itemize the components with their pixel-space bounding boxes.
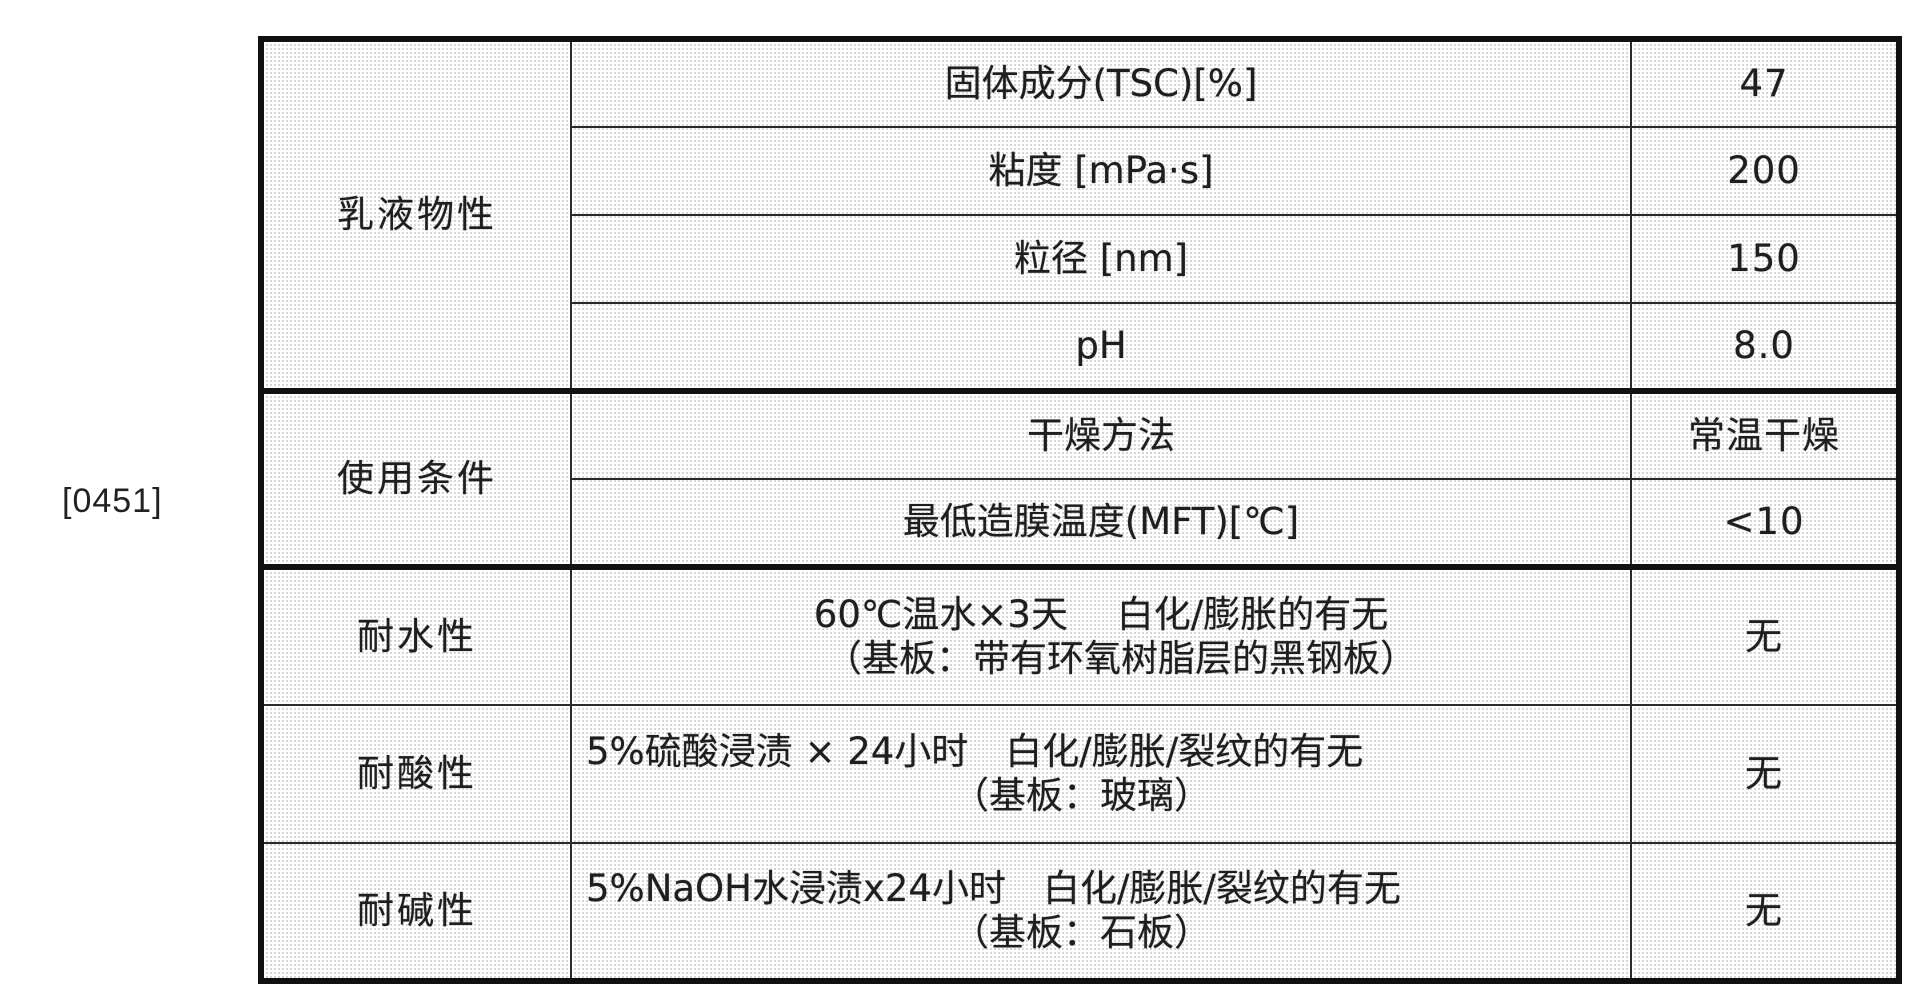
value-cell: 150 xyxy=(1630,214,1900,304)
item-line-1: 5%NaOH水浸渍x24小时 白化/膨胀/裂纹的有无 xyxy=(586,867,1401,911)
value-cell: 200 xyxy=(1630,126,1900,216)
value-cell: <10 xyxy=(1630,478,1900,568)
table-row: 乳液物性 固体成分(TSC)[%] 47 xyxy=(260,38,1900,392)
group-label-water-resistance: 耐水性 xyxy=(260,564,572,706)
item-cell: 粘度 [mPa·s] xyxy=(570,126,1632,216)
properties-table: 乳液物性 固体成分(TSC)[%] 47 粘度 [mPa·s] 200 粒径 [… xyxy=(258,36,1902,984)
item-line-1: 60℃温水×3天 白化/膨胀的有无 xyxy=(813,593,1389,637)
item-line-2: （基板：带有环氧树脂层的黑钢板） xyxy=(825,637,1417,680)
value-cell: 无 xyxy=(1630,564,1900,706)
value-cell: 无 xyxy=(1630,842,1900,982)
item-cell: 粒径 [nm] xyxy=(570,214,1632,304)
value-cell: 无 xyxy=(1630,704,1900,844)
table-row: 耐酸性 5%硫酸浸渍 × 24小时 白化/膨胀/裂纹的有无 （基板：玻璃） 无 xyxy=(260,704,1900,844)
item-cell: 5%硫酸浸渍 × 24小时 白化/膨胀/裂纹的有无 （基板：玻璃） xyxy=(570,704,1632,844)
value-cell: 常温干燥 xyxy=(1630,388,1900,480)
group-label-usage-conditions: 使用条件 xyxy=(260,388,572,568)
paragraph-number: [0451] xyxy=(62,482,163,520)
table-row: pH 8.0 xyxy=(261,302,1900,392)
table-row: 粘度 [mPa·s] 200 xyxy=(261,126,1900,216)
table-row: 粒径 [nm] 150 xyxy=(261,214,1900,304)
table-row: 耐水性 60℃温水×3天 白化/膨胀的有无 （基板：带有环氧树脂层的黑钢板） 无 xyxy=(260,564,1900,706)
item-cell: 最低造膜温度(MFT)[℃] xyxy=(570,478,1632,568)
item-line-1: 5%硫酸浸渍 × 24小时 白化/膨胀/裂纹的有无 xyxy=(586,730,1364,774)
item-cell: 固体成分(TSC)[%] xyxy=(570,38,1632,128)
group-label-acid-resistance: 耐酸性 xyxy=(260,704,572,844)
item-cell: 干燥方法 xyxy=(570,388,1632,480)
table-row: 耐碱性 5%NaOH水浸渍x24小时 白化/膨胀/裂纹的有无 （基板：石板） 无 xyxy=(260,842,1900,982)
table-row: 使用条件 干燥方法 常温干燥 xyxy=(260,388,1900,568)
table-row: 最低造膜温度(MFT)[℃] <10 xyxy=(261,478,1900,568)
item-line-2: （基板：玻璃） xyxy=(952,774,1211,817)
value-cell: 47 xyxy=(1630,38,1900,128)
item-cell: 5%NaOH水浸渍x24小时 白化/膨胀/裂纹的有无 （基板：石板） xyxy=(570,842,1632,982)
item-cell: pH xyxy=(570,302,1632,392)
group-label-emulsion-properties: 乳液物性 xyxy=(260,38,572,392)
item-cell: 60℃温水×3天 白化/膨胀的有无 （基板：带有环氧树脂层的黑钢板） xyxy=(570,564,1632,706)
value-cell: 8.0 xyxy=(1630,302,1900,392)
group-label-alkali-resistance: 耐碱性 xyxy=(260,842,572,982)
item-line-2: （基板：石板） xyxy=(952,911,1211,954)
